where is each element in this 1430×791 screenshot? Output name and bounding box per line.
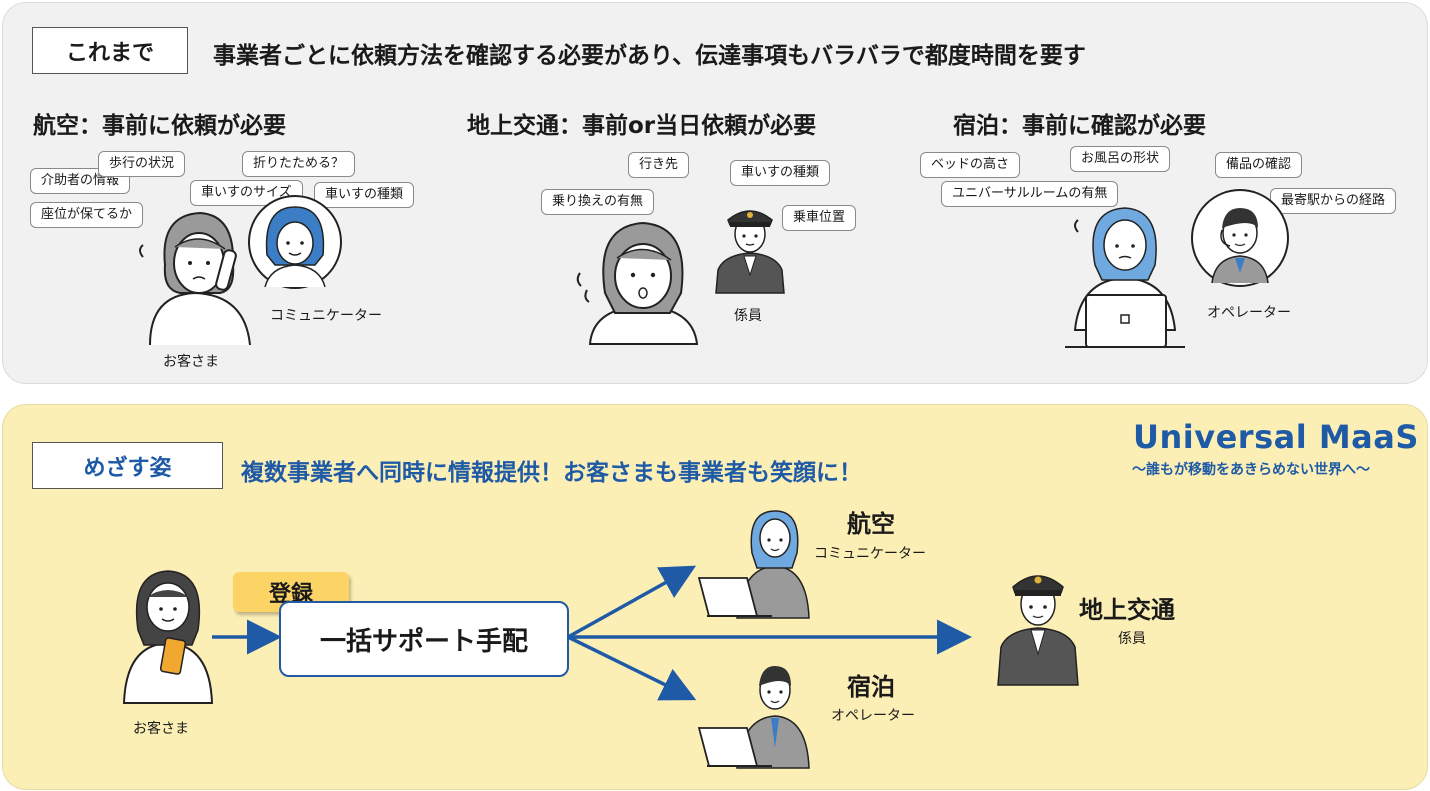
bubble-bed-height: ベッドの高さ <box>920 152 1021 178</box>
section-title-hotel: 宿泊：事前に確認が必要 <box>953 113 1206 139</box>
bubble-route-from-station: 最寄駅からの経路 <box>1270 188 1397 214</box>
customer-caption-top: お客さま <box>163 354 219 370</box>
communicator-caption-top: コミュニケーター <box>270 308 382 324</box>
bubble-walking-status: 歩行の状況 <box>98 151 186 177</box>
section-title-air: 航空：事前に依頼が必要 <box>33 113 286 139</box>
communicator-illustration <box>248 195 342 289</box>
section-title-ground: 地上交通：事前or当日依頼が必要 <box>467 113 817 139</box>
bulk-support-arrangement-box: 一括サポート手配 <box>279 601 569 677</box>
bubble-foldable: 折りたためる？ <box>242 151 356 177</box>
customer-caption-bottom: お客さま <box>133 721 189 737</box>
hotel-clerk-illustration <box>1065 207 1185 348</box>
communicator-laptop-illustration <box>697 510 810 619</box>
destination-ground-title: 地上交通 <box>1079 596 1175 624</box>
customer-on-phone-illustration <box>139 211 251 346</box>
operator-laptop-illustration <box>697 666 810 769</box>
bubble-caregiver-info: 介助者の情報 <box>30 168 131 194</box>
station-staff-caption-top: 係員 <box>734 308 762 324</box>
universal-maas-logo: Universal MaaS <box>1133 418 1419 456</box>
destination-air-sub: コミュニケーター <box>814 546 926 562</box>
worried-customer-illustration <box>576 221 699 345</box>
bubble-wheelchair-type-air: 車いすの種類 <box>314 182 415 208</box>
customer-smartphone-illustration <box>122 570 214 704</box>
station-staff-illustration-bottom <box>997 575 1079 686</box>
bubble-seated-posture: 座位が保てるか <box>30 202 144 228</box>
target-state-tag: めざす姿 <box>32 442 223 489</box>
bubble-wheelchair-type-ground: 車いすの種類 <box>730 160 831 186</box>
current-state-headline: 事業者ごとに依頼方法を確認する必要があり、伝達事項もバラバラで都度時間を要す <box>213 43 1086 69</box>
bubble-bath-shape: お風呂の形状 <box>1070 146 1171 172</box>
bubble-destination: 行き先 <box>628 152 690 178</box>
current-state-tag: これまで <box>32 27 188 74</box>
operator-caption-top: オペレーター <box>1207 305 1291 321</box>
destination-hotel-sub: オペレーター <box>831 708 915 724</box>
bubble-equipment-check: 備品の確認 <box>1215 152 1303 178</box>
universal-maas-tagline: ～誰もが移動をあきらめない世界へ～ <box>1132 462 1370 478</box>
bubble-universal-room: ユニバーサルルームの有無 <box>941 181 1119 207</box>
destination-air-title: 航空 <box>847 510 895 538</box>
station-staff-illustration <box>715 210 785 294</box>
destination-ground-sub: 係員 <box>1118 631 1146 647</box>
operator-illustration <box>1191 189 1289 287</box>
destination-hotel-title: 宿泊 <box>847 673 895 701</box>
bubble-boarding-position: 乗車位置 <box>782 205 857 231</box>
target-state-headline: 複数事業者へ同時に情報提供！お客さまも事業者も笑顔に！ <box>241 460 862 486</box>
bubble-transfer: 乗り換えの有無 <box>541 189 655 215</box>
